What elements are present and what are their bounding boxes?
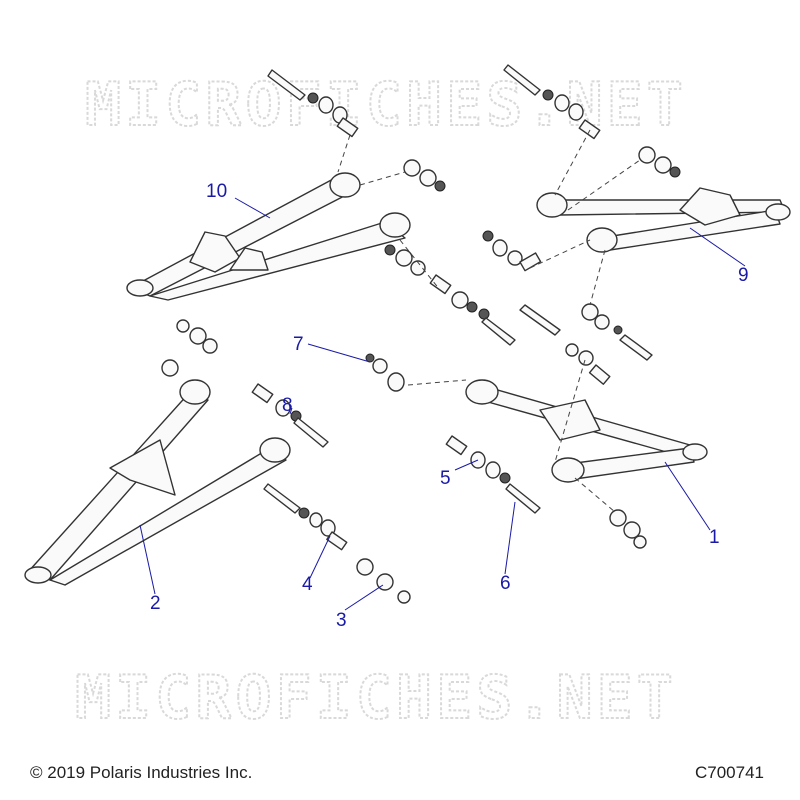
callout-6: 6 <box>500 573 511 594</box>
callouts: 1 2 3 4 5 6 7 8 9 10 <box>150 181 749 631</box>
copyright-text: © 2019 Polaris Industries Inc. <box>30 763 253 782</box>
a-arm-upper-left <box>126 172 411 301</box>
callout-7: 7 <box>293 334 304 355</box>
callout-8: 8 <box>282 395 293 416</box>
callout-4: 4 <box>302 574 313 595</box>
callout-10: 10 <box>206 181 227 202</box>
a-arm-lower-right <box>465 379 708 483</box>
hardware <box>161 64 681 604</box>
callout-5: 5 <box>440 468 451 489</box>
leader-lines <box>139 197 746 611</box>
a-arm-lower-left <box>24 379 291 586</box>
callout-3: 3 <box>336 610 347 631</box>
a-arm-upper-right <box>536 187 791 253</box>
callout-9: 9 <box>738 265 749 286</box>
assembly-lines <box>337 129 641 513</box>
callout-1: 1 <box>709 527 720 548</box>
drawing-number: C700741 <box>694 763 764 782</box>
callout-2: 2 <box>150 593 161 614</box>
watermark-bottom: MICROFICHES.NET <box>75 663 677 733</box>
